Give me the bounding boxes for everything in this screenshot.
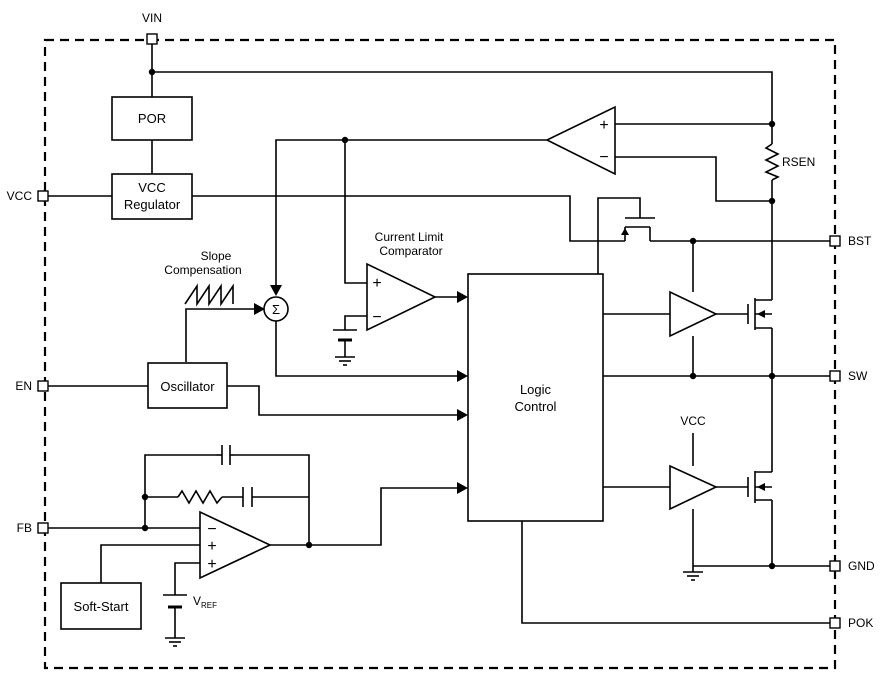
vcc-regulator-block: VCC Regulator xyxy=(111,173,193,220)
high-side-mosfet xyxy=(747,298,772,330)
por-block: POR xyxy=(111,96,193,141)
ea-minus-sign: − xyxy=(207,521,216,538)
ea-plus-sign-1: + xyxy=(207,538,216,555)
rsen-resistor: RSEN xyxy=(764,143,815,181)
logic-label-line1: Logic xyxy=(520,382,552,397)
pin-sw: SW xyxy=(829,369,868,383)
logic-control-block: Logic Control xyxy=(467,273,604,522)
vcc-regulator-label-line2: Regulator xyxy=(124,197,181,212)
current-sense-amplifier: + − xyxy=(545,105,616,176)
vref-source: V REF xyxy=(163,594,217,610)
pin-en-label: EN xyxy=(15,379,32,393)
vref-label: V xyxy=(193,594,201,608)
wires xyxy=(48,44,831,638)
slope-compensation: Slope Compensation xyxy=(164,249,242,307)
error-amplifier: − + + xyxy=(199,510,272,580)
oscillator-label: Oscillator xyxy=(160,379,215,394)
internal-vcc-label: VCC xyxy=(680,414,706,428)
low-side-mosfet xyxy=(747,471,772,503)
arrows xyxy=(254,285,468,494)
compensation-capacitor xyxy=(216,445,234,465)
clc-plus-sign: + xyxy=(372,275,381,292)
sawtooth-icon xyxy=(184,283,234,307)
pin-gnd-label: GND xyxy=(848,559,875,573)
pin-vin-label: VIN xyxy=(142,11,162,25)
compensation-resistor xyxy=(177,489,223,505)
oscillator-block: Oscillator xyxy=(147,362,228,409)
pin-bst: BST xyxy=(829,234,872,248)
pin-vcc: VCC xyxy=(7,189,49,203)
ground-icon xyxy=(335,356,355,366)
low-side-driver xyxy=(669,464,718,511)
pin-fb-label: FB xyxy=(17,521,32,535)
compensation-series-capacitor xyxy=(242,487,253,507)
pin-pok-label: POK xyxy=(848,616,873,630)
summing-junction: Σ xyxy=(263,296,289,322)
current-limit-comparator: + − Current Limit Comparator xyxy=(366,230,444,332)
por-label: POR xyxy=(138,111,166,126)
ea-plus-sign-2: + xyxy=(207,556,216,573)
ground-icon xyxy=(165,637,185,647)
clc-label-line1: Current Limit xyxy=(375,230,444,244)
sigma-symbol: Σ xyxy=(272,302,280,317)
pin-vcc-label: VCC xyxy=(7,189,33,203)
sense-amp-plus-sign: + xyxy=(599,117,608,134)
clc-reference-source xyxy=(333,329,357,342)
pin-bst-label: BST xyxy=(848,234,872,248)
logic-label-line2: Control xyxy=(515,399,557,414)
soft-start-label: Soft-Start xyxy=(74,599,129,614)
vref-subscript: REF xyxy=(201,601,217,610)
pin-fb: FB xyxy=(17,521,49,535)
slope-label-line2: Compensation xyxy=(164,263,241,277)
pin-vin: VIN xyxy=(142,11,162,45)
junction-dots xyxy=(141,68,776,570)
sense-amp-minus-sign: − xyxy=(599,149,608,166)
clc-minus-sign: − xyxy=(372,309,381,326)
pin-en: EN xyxy=(15,379,49,393)
bootstrap-switch xyxy=(621,217,655,241)
clc-label-line2: Comparator xyxy=(379,244,442,258)
pin-sw-label: SW xyxy=(848,369,868,383)
soft-start-block: Soft-Start xyxy=(60,582,142,630)
vcc-regulator-label-line1: VCC xyxy=(138,180,165,195)
device-boundary xyxy=(43,38,837,670)
pin-gnd: GND xyxy=(829,559,875,573)
pin-pok: POK xyxy=(829,616,873,630)
rsen-label: RSEN xyxy=(782,155,815,169)
high-side-driver xyxy=(669,290,718,338)
slope-label-line1: Slope xyxy=(201,249,232,263)
ground-icon xyxy=(683,571,703,581)
